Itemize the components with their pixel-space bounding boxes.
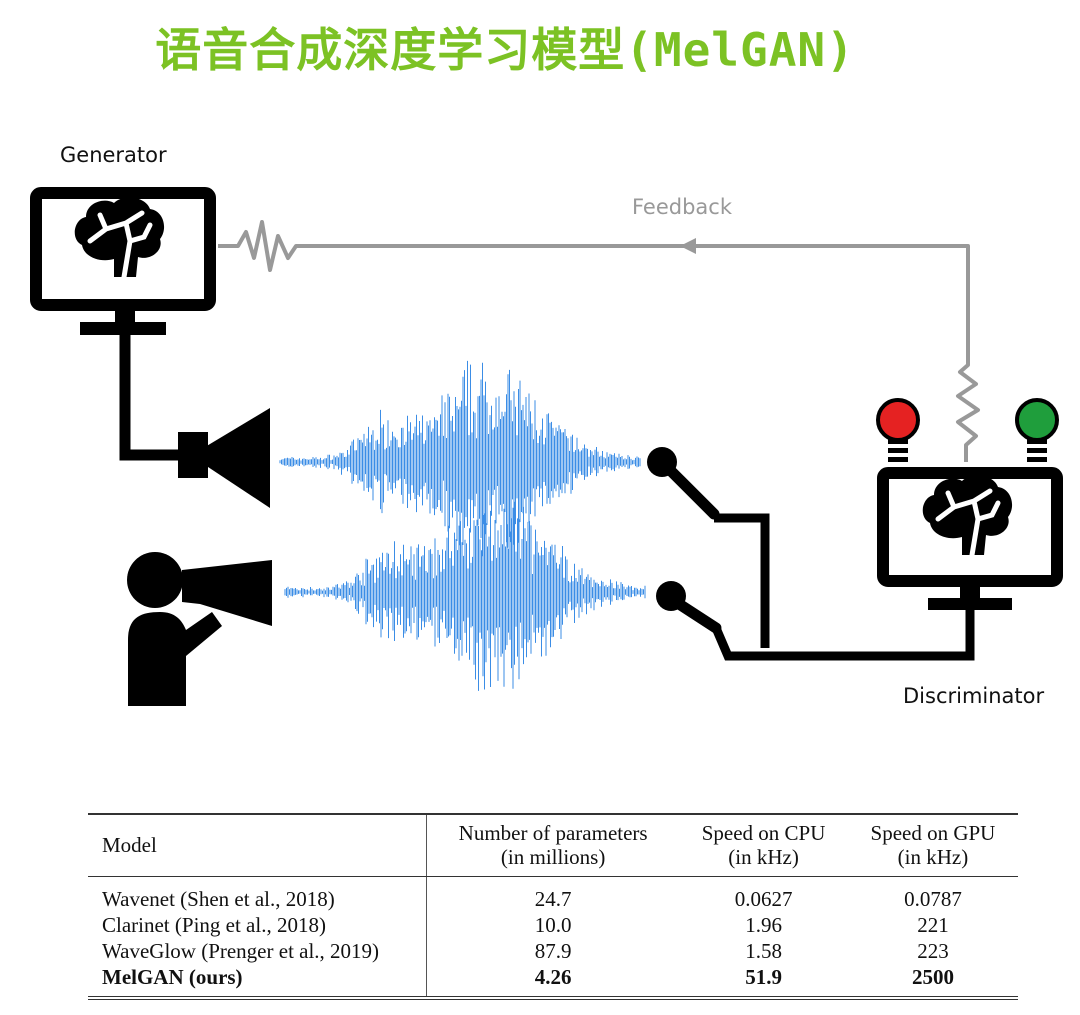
brain-icon bbox=[75, 197, 164, 277]
waveform-bottom bbox=[284, 501, 646, 691]
generator-monitor-icon bbox=[30, 187, 216, 335]
arrow-left-icon bbox=[680, 238, 696, 254]
cell-cpu: 51.9 bbox=[745, 965, 782, 989]
feedback-path bbox=[218, 220, 980, 462]
cell-gpu: 223 bbox=[917, 939, 949, 963]
waveforms bbox=[279, 360, 646, 691]
table-header-row: Model Number of parameters(in millions) … bbox=[88, 814, 1018, 877]
speaker-icon bbox=[178, 408, 270, 508]
cell-params: 4.26 bbox=[534, 965, 572, 989]
table-row: MelGAN (ours) 4.26 51.9 2500 bbox=[88, 964, 1018, 998]
table-row: Clarinet (Ping et al., 2018) 10.0 1.96 221 bbox=[88, 912, 1018, 938]
page-title: 语音合成深度学习模型(MelGAN) bbox=[155, 23, 855, 77]
green-light-bulb-icon bbox=[1015, 398, 1059, 462]
header-cpu: Speed on CPU(in kHz) bbox=[679, 814, 848, 877]
waveform-top bbox=[279, 360, 641, 557]
red-light-bulb-icon bbox=[876, 398, 920, 462]
cell-gpu: 0.0787 bbox=[904, 887, 962, 911]
cell-cpu: 1.58 bbox=[745, 939, 782, 963]
cell-params: 24.7 bbox=[534, 887, 572, 911]
cell-model: Clarinet (Ping et al., 2018) bbox=[88, 912, 427, 938]
cell-model: MelGAN (ours) bbox=[88, 964, 427, 998]
cell-params: 10.0 bbox=[534, 913, 572, 937]
person-megaphone-icon bbox=[127, 552, 272, 706]
gan-diagram: Generator Feedback Discriminator bbox=[30, 143, 1063, 708]
cell-cpu: 1.96 bbox=[745, 913, 782, 937]
generator-label: Generator bbox=[60, 143, 167, 167]
cell-params: 87.9 bbox=[534, 939, 572, 963]
header-gpu: Speed on GPU(in kHz) bbox=[847, 814, 1018, 877]
cell-gpu: 221 bbox=[917, 913, 949, 937]
cell-model: WaveGlow (Prenger et al., 2019) bbox=[88, 938, 427, 964]
header-params: Number of parameters(in millions) bbox=[426, 814, 680, 877]
cell-gpu: 2500 bbox=[911, 965, 954, 989]
header-model: Model bbox=[88, 814, 427, 877]
feedback-label: Feedback bbox=[632, 195, 733, 219]
microphone-icon bbox=[647, 447, 722, 634]
table-row: Wavenet (Shen et al., 2018) 24.7 0.0627 0.0… bbox=[88, 876, 1018, 912]
cell-cpu: 0.0627 bbox=[734, 887, 793, 911]
discriminator-label: Discriminator bbox=[903, 684, 1045, 708]
discriminator-monitor-icon bbox=[877, 467, 1063, 610]
cell-model: Wavenet (Shen et al., 2018) bbox=[88, 876, 427, 912]
table-row: WaveGlow (Prenger et al., 2019) 87.9 1.58 2… bbox=[88, 938, 1018, 964]
comparison-table: Model Number of parameters(in millions) … bbox=[88, 813, 1018, 1000]
